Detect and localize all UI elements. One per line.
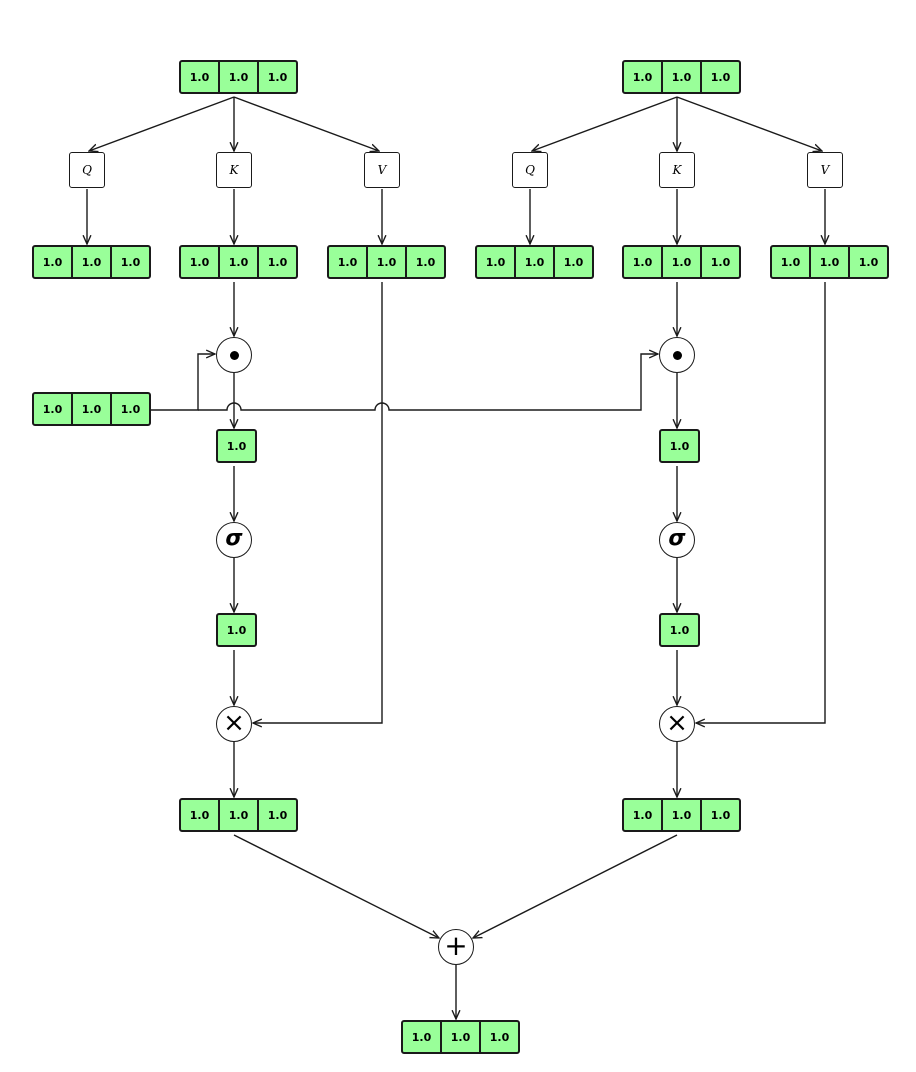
head2-key-vector: 1.0 1.0 1.0 xyxy=(622,245,741,279)
vector-cell: 1.0 xyxy=(42,402,63,416)
head2-key-projection: K xyxy=(659,152,695,188)
sigma-icon: σ xyxy=(225,525,243,551)
times-icon: × xyxy=(666,708,688,738)
vector-cell: 1.0 xyxy=(218,62,257,92)
vector-cell: 1.0 xyxy=(405,247,444,277)
dot-icon xyxy=(229,350,239,360)
head1-key-vector: 1.0 1.0 1.0 xyxy=(179,245,298,279)
vector-cell: 1.0 xyxy=(42,255,63,269)
vector-cell: 1.0 xyxy=(632,255,653,269)
vector-cell: 1.0 xyxy=(110,247,149,277)
head2-output-vector: 1.0 1.0 1.0 xyxy=(622,798,741,832)
vector-cell: 1.0 xyxy=(257,800,296,830)
head2-score: 1.0 xyxy=(659,429,700,463)
head1-sigmoid-op: σ xyxy=(216,522,252,558)
head2-multiply-op: × xyxy=(659,706,695,742)
final-output-vector: 1.0 1.0 1.0 xyxy=(401,1020,520,1054)
vector-cell: 1.0 xyxy=(700,247,739,277)
head1-dot-product-op xyxy=(216,337,252,373)
vector-cell: 1.0 xyxy=(189,255,210,269)
vector-cell: 1.0 xyxy=(848,247,887,277)
vector-cell: 1.0 xyxy=(485,255,506,269)
head1-activated-score: 1.0 xyxy=(216,613,257,647)
shared-query-vector: 1.0 1.0 1.0 xyxy=(32,392,151,426)
head1-score: 1.0 xyxy=(216,429,257,463)
score-cell: 1.0 xyxy=(226,439,247,453)
head2-dot-product-op xyxy=(659,337,695,373)
vector-cell: 1.0 xyxy=(700,62,739,92)
head2-value-projection: V xyxy=(807,152,843,188)
vector-cell: 1.0 xyxy=(71,247,110,277)
vector-cell: 1.0 xyxy=(218,800,257,830)
head1-query-projection: Q xyxy=(69,152,105,188)
vector-cell: 1.0 xyxy=(661,62,700,92)
head1-key-projection: K xyxy=(216,152,252,188)
vector-cell: 1.0 xyxy=(661,800,700,830)
vector-cell: 1.0 xyxy=(189,70,210,84)
vector-cell: 1.0 xyxy=(700,800,739,830)
head2-value-vector: 1.0 1.0 1.0 xyxy=(770,245,889,279)
head2-input-vector: 1.0 1.0 1.0 xyxy=(622,60,741,94)
dot-icon xyxy=(672,350,682,360)
head2-activated-score: 1.0 xyxy=(659,613,700,647)
vector-cell: 1.0 xyxy=(366,247,405,277)
vector-cell: 1.0 xyxy=(661,247,700,277)
head1-output-vector: 1.0 1.0 1.0 xyxy=(179,798,298,832)
head1-value-projection: V xyxy=(364,152,400,188)
vector-cell: 1.0 xyxy=(780,255,801,269)
head1-input-vector: 1.0 1.0 1.0 xyxy=(179,60,298,94)
head1-value-vector: 1.0 1.0 1.0 xyxy=(327,245,446,279)
vector-cell: 1.0 xyxy=(632,808,653,822)
head1-multiply-op: × xyxy=(216,706,252,742)
head2-sigmoid-op: σ xyxy=(659,522,695,558)
head2-query-projection: Q xyxy=(512,152,548,188)
plus-icon: + xyxy=(444,929,468,962)
vector-cell: 1.0 xyxy=(257,247,296,277)
times-icon: × xyxy=(223,708,245,738)
head2-query-vector: 1.0 1.0 1.0 xyxy=(475,245,594,279)
vector-cell: 1.0 xyxy=(479,1022,518,1052)
sum-op: + xyxy=(438,929,474,965)
score-cell: 1.0 xyxy=(226,623,247,637)
vector-cell: 1.0 xyxy=(440,1022,479,1052)
score-cell: 1.0 xyxy=(669,623,690,637)
vector-cell: 1.0 xyxy=(514,247,553,277)
score-cell: 1.0 xyxy=(669,439,690,453)
vector-cell: 1.0 xyxy=(189,808,210,822)
vector-cell: 1.0 xyxy=(553,247,592,277)
sigma-icon: σ xyxy=(668,525,686,551)
vector-cell: 1.0 xyxy=(337,255,358,269)
vector-cell: 1.0 xyxy=(632,70,653,84)
vector-cell: 1.0 xyxy=(257,62,296,92)
vector-cell: 1.0 xyxy=(809,247,848,277)
vector-cell: 1.0 xyxy=(218,247,257,277)
vector-cell: 1.0 xyxy=(411,1030,432,1044)
vector-cell: 1.0 xyxy=(71,394,110,424)
head1-query-vector: 1.0 1.0 1.0 xyxy=(32,245,151,279)
vector-cell: 1.0 xyxy=(110,394,149,424)
